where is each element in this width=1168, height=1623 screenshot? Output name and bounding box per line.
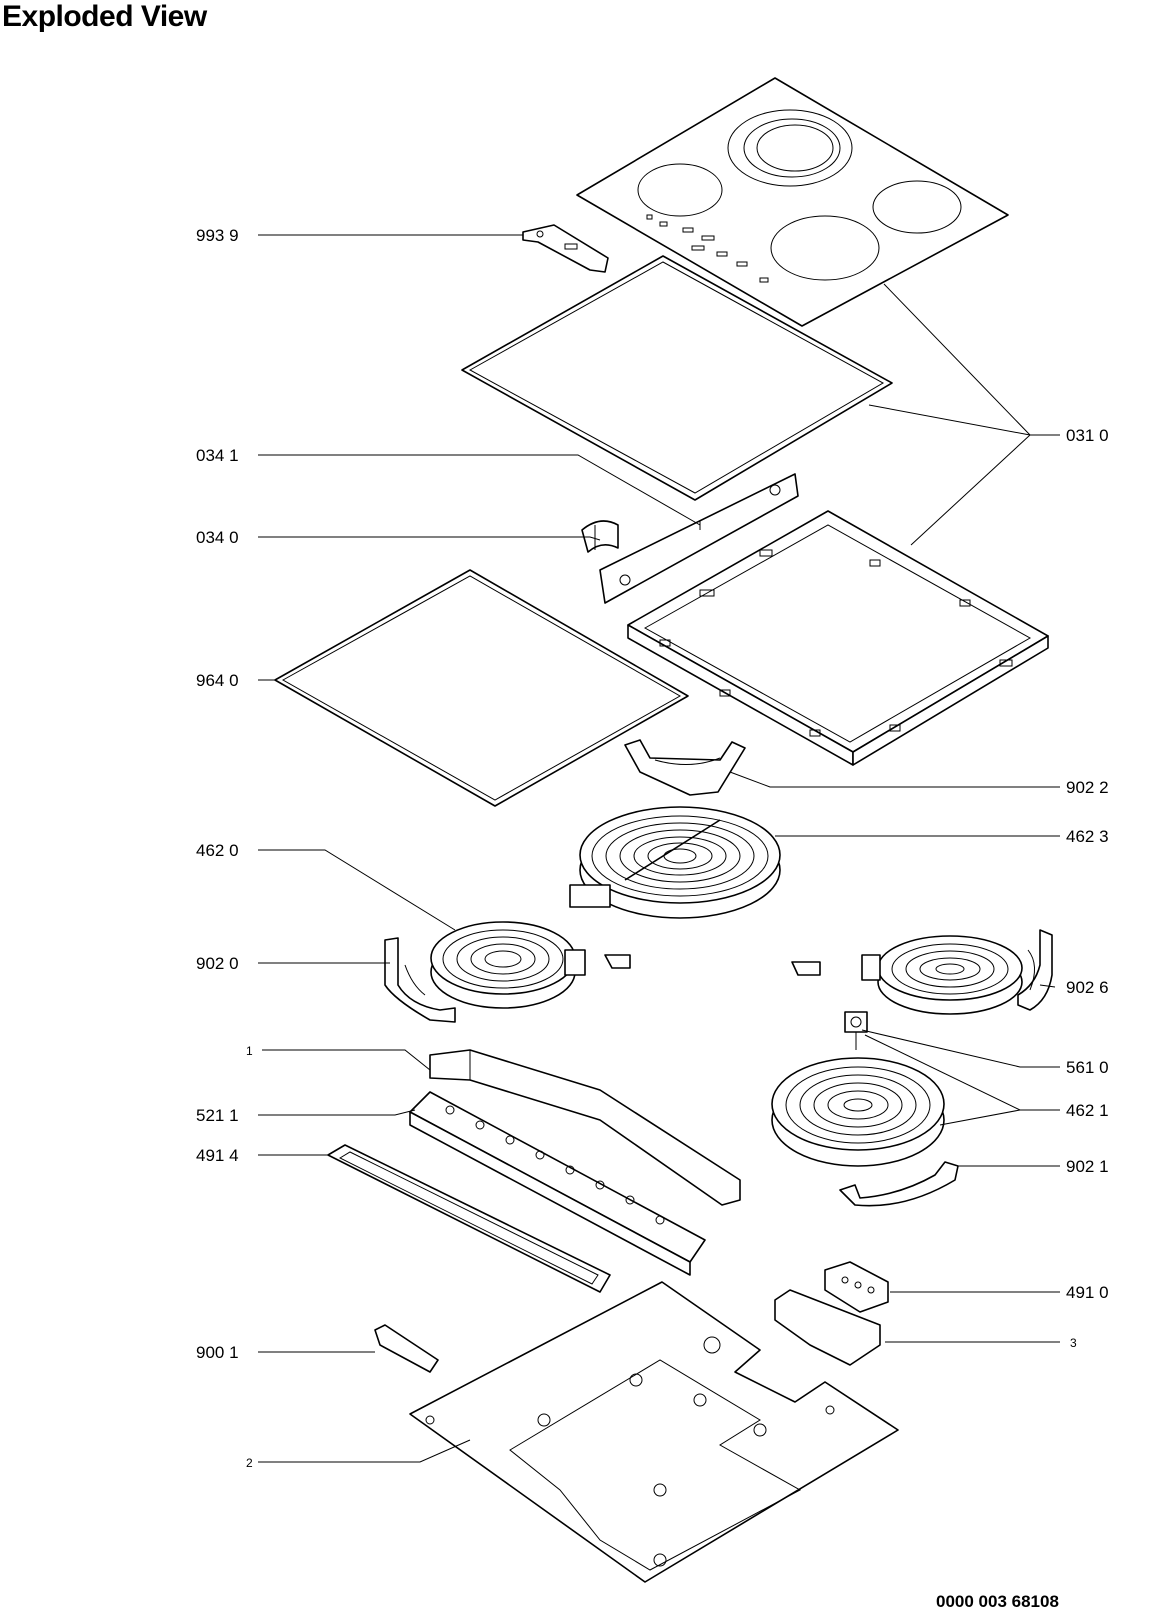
heating-element-462-0 bbox=[430, 921, 631, 1009]
bracket-902-2 bbox=[624, 739, 746, 796]
label-902-1: 902 1 bbox=[1066, 1157, 1109, 1176]
label-3: 3 bbox=[1070, 1336, 1077, 1350]
label-034-1: 034 1 bbox=[196, 446, 239, 465]
heating-element-462-3 bbox=[569, 806, 781, 919]
label-902-0: 902 0 bbox=[196, 954, 239, 973]
bracket-902-6 bbox=[1017, 929, 1053, 1011]
label-964-0: 964 0 bbox=[196, 671, 239, 690]
label-902-6: 902 6 bbox=[1066, 978, 1109, 997]
lower-gasket-964-0 bbox=[274, 569, 689, 807]
document-number: 0000 003 68108 bbox=[936, 1592, 1059, 1611]
bracket-902-1 bbox=[839, 1161, 959, 1207]
label-1: 1 bbox=[246, 1044, 253, 1058]
bracket-3 bbox=[774, 1289, 881, 1366]
page-title: Exploded View bbox=[2, 0, 207, 33]
label-900-1: 900 1 bbox=[196, 1343, 239, 1362]
control-board-521-1 bbox=[409, 1091, 706, 1276]
bracket-993-9 bbox=[522, 224, 609, 273]
label-462-1: 462 1 bbox=[1066, 1101, 1109, 1120]
bracket-1 bbox=[429, 1049, 741, 1206]
clip-034-0 bbox=[581, 520, 619, 553]
label-462-0: 462 0 bbox=[196, 841, 239, 860]
terminal-block-491-0 bbox=[824, 1261, 889, 1313]
label-902-2: 902 2 bbox=[1066, 778, 1109, 797]
frame-031-0 bbox=[627, 510, 1049, 766]
glass-ceramic-top bbox=[576, 77, 1009, 327]
label-034-0: 034 0 bbox=[196, 528, 239, 547]
heating-element-right-small bbox=[791, 935, 1023, 1015]
label-491-4: 491 4 bbox=[196, 1146, 239, 1165]
label-993-9: 993 9 bbox=[196, 226, 239, 245]
clip-900-1 bbox=[374, 1324, 439, 1373]
label-561-0: 561 0 bbox=[1066, 1058, 1109, 1077]
upper-gasket bbox=[461, 255, 893, 501]
label-2: 2 bbox=[246, 1456, 253, 1470]
label-521-1: 521 1 bbox=[196, 1106, 239, 1125]
bracket-902-0 bbox=[384, 937, 456, 1023]
bottom-housing-2 bbox=[409, 1281, 899, 1583]
sensor-561-0 bbox=[844, 1011, 868, 1050]
label-031-0: 031 0 bbox=[1066, 426, 1109, 445]
cover-491-4 bbox=[327, 1144, 611, 1293]
leader-lines bbox=[258, 234, 1060, 1463]
heating-element-462-1 bbox=[771, 1057, 945, 1167]
part-labels: 993 9 034 1 034 0 964 0 462 0 902 0 1 52… bbox=[196, 226, 1109, 1470]
label-462-3: 462 3 bbox=[1066, 827, 1109, 846]
label-491-0: 491 0 bbox=[1066, 1283, 1109, 1302]
